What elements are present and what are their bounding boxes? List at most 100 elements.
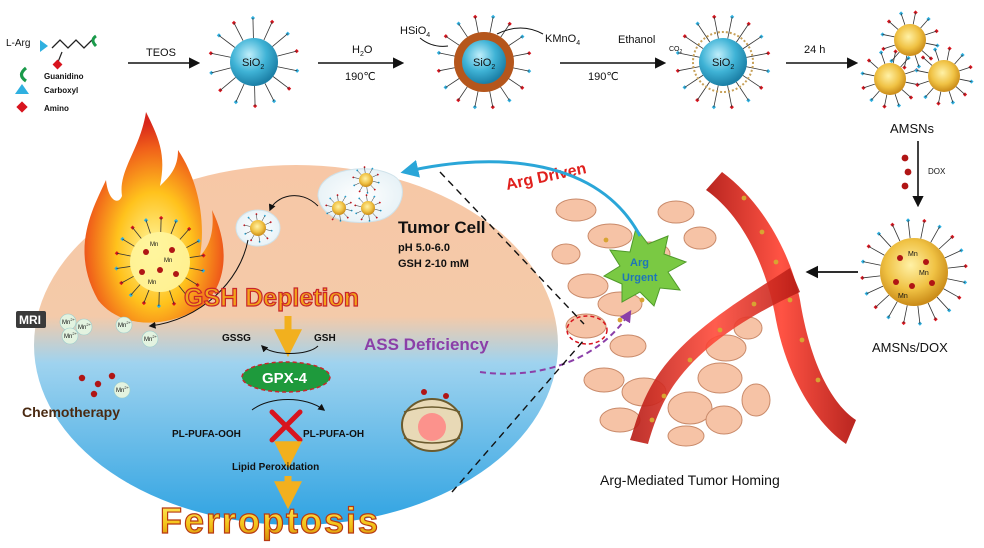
ligand-chain: [934, 49, 940, 61]
carboxyl-group: [366, 191, 369, 195]
dox-dot: [901, 154, 909, 162]
ligand-chain: [948, 91, 954, 103]
ligand-chain: [925, 42, 938, 46]
mn-label: Mn: [150, 242, 158, 248]
arrow-internalization: [268, 195, 319, 212]
ligand-chain: [130, 284, 141, 296]
ligand-chain: [339, 214, 341, 221]
legend-amino: Amino: [44, 104, 69, 113]
ligand-chain: [746, 66, 769, 72]
mri-badge: [16, 311, 46, 328]
ligand-chain: [697, 23, 711, 43]
ligand-chain: [178, 285, 188, 297]
ligand-chain: [337, 195, 339, 202]
ligand-chain: [727, 85, 733, 108]
ligand-chain: [894, 94, 900, 106]
ligand-chain: [947, 265, 966, 269]
ligand-chain: [186, 240, 199, 249]
ligand-chain: [374, 202, 380, 206]
tumor-cell: Mn Mn Mn Tumor Cell pH 5.0-6.0 GSH 2-10 …: [16, 112, 558, 525]
silica-co2-nanoparticle: SiO2: [675, 14, 771, 110]
tumor-ph: pH 5.0-6.0: [398, 242, 450, 254]
ligand-chain: [905, 81, 918, 85]
blood-vessel-main: [706, 172, 856, 444]
ligand-chain: [713, 16, 719, 39]
ligand-chain: [263, 233, 268, 239]
mn-label: Mn: [898, 293, 908, 300]
ligand-chain: [944, 250, 962, 259]
mn2-label: Mn2+: [64, 331, 78, 340]
ligand-chain: [244, 224, 251, 227]
ligand-chain: [368, 214, 370, 221]
ligand-chain: [925, 87, 934, 98]
ligand-chain: [345, 209, 352, 211]
dox-dot: [901, 182, 909, 190]
ligand-chain: [327, 210, 333, 214]
ligand-chain: [330, 198, 335, 204]
hsio4-pointer: [419, 37, 449, 47]
label-amsns-dox: AMSNs/DOX: [872, 340, 948, 355]
ligand-chain: [277, 66, 298, 72]
gsh-depletion-label: GSH Depletion: [184, 284, 359, 312]
ligand-chain: [936, 296, 950, 311]
ligand-chain: [121, 275, 134, 284]
ligand-chain: [272, 33, 288, 47]
silica-mno2-shell-nanoparticle: SiO2: [436, 14, 532, 110]
pl-pufa-oh-label: PL-PUFA-OH: [303, 429, 364, 440]
ligand-chain: [713, 85, 719, 108]
amsn-dox-in-vesicle: [325, 193, 353, 223]
ligand-chain: [903, 305, 908, 324]
mn2-label: Mn2+: [62, 317, 76, 326]
synthesis-flow: TEOS SiO2 H2O 190℃ SiO2 HSiO4 KMnO4 190℃…: [128, 10, 974, 355]
ligand-chain: [875, 294, 890, 308]
ligand-chain: [372, 212, 377, 218]
ligand-chain: [250, 234, 255, 241]
ligand-chain: [938, 91, 942, 104]
dox-dot: [904, 168, 912, 176]
amino-group: [269, 221, 272, 224]
ass-deficiency-arrow: [479, 309, 632, 375]
tumor-tissue: Arg Urgent Arg Driven: [400, 160, 856, 493]
ligand-chain: [862, 261, 881, 266]
ligand-chain: [265, 221, 271, 225]
ligand-chain: [684, 35, 704, 49]
ligand-chain: [862, 73, 875, 77]
ligand-chain: [927, 302, 936, 320]
ligand-chain: [947, 278, 966, 283]
ass-deficiency-label: ASS Deficiency: [364, 335, 489, 354]
ligand-chain: [884, 94, 888, 107]
ligand-chain: [361, 213, 365, 220]
ligand-chain: [917, 80, 929, 86]
carboxyl-group: [368, 219, 371, 223]
ligand-chain: [925, 30, 937, 36]
sio2-label-3: SiO2: [712, 57, 734, 71]
pufa-conversion-arrow: [251, 399, 326, 411]
amsn-particle: [880, 10, 940, 70]
label-dox: DOX: [928, 167, 946, 176]
label-kmno4: KMnO4: [545, 33, 580, 47]
ferroptosis-label: Ferroptosis: [160, 500, 380, 541]
ligand-chain: [912, 12, 916, 25]
damaged-mitochondrion-icon: [401, 389, 463, 452]
label-24h: 24 h: [804, 44, 825, 56]
l-arg-molecule-icon: [40, 34, 98, 70]
ligand-chain: [132, 227, 142, 239]
carboxyl-group: [339, 219, 342, 223]
mn2-label: Mn2+: [116, 385, 130, 394]
ligand-chain: [366, 186, 368, 193]
ligand-chain: [866, 285, 884, 294]
homing-caption: Arg-Mediated Tumor Homing: [600, 472, 780, 488]
mn2-label: Mn2+: [78, 322, 92, 331]
target-cell-marker: [566, 315, 608, 345]
label-co2: CO2: [669, 46, 683, 55]
ligand-chain: [959, 66, 971, 72]
ligand-chain: [930, 226, 940, 243]
ligand-chain: [882, 34, 895, 38]
ligand-chain: [364, 167, 366, 174]
mn2-ions: Mn2+ Mn2+ Mn2+ Mn2+ Mn2+: [59, 313, 159, 348]
ligand-chain: [218, 35, 236, 48]
ligand-chain: [684, 74, 704, 88]
mn-label: Mn: [908, 251, 918, 258]
mn2-label: Mn2+: [144, 334, 158, 343]
